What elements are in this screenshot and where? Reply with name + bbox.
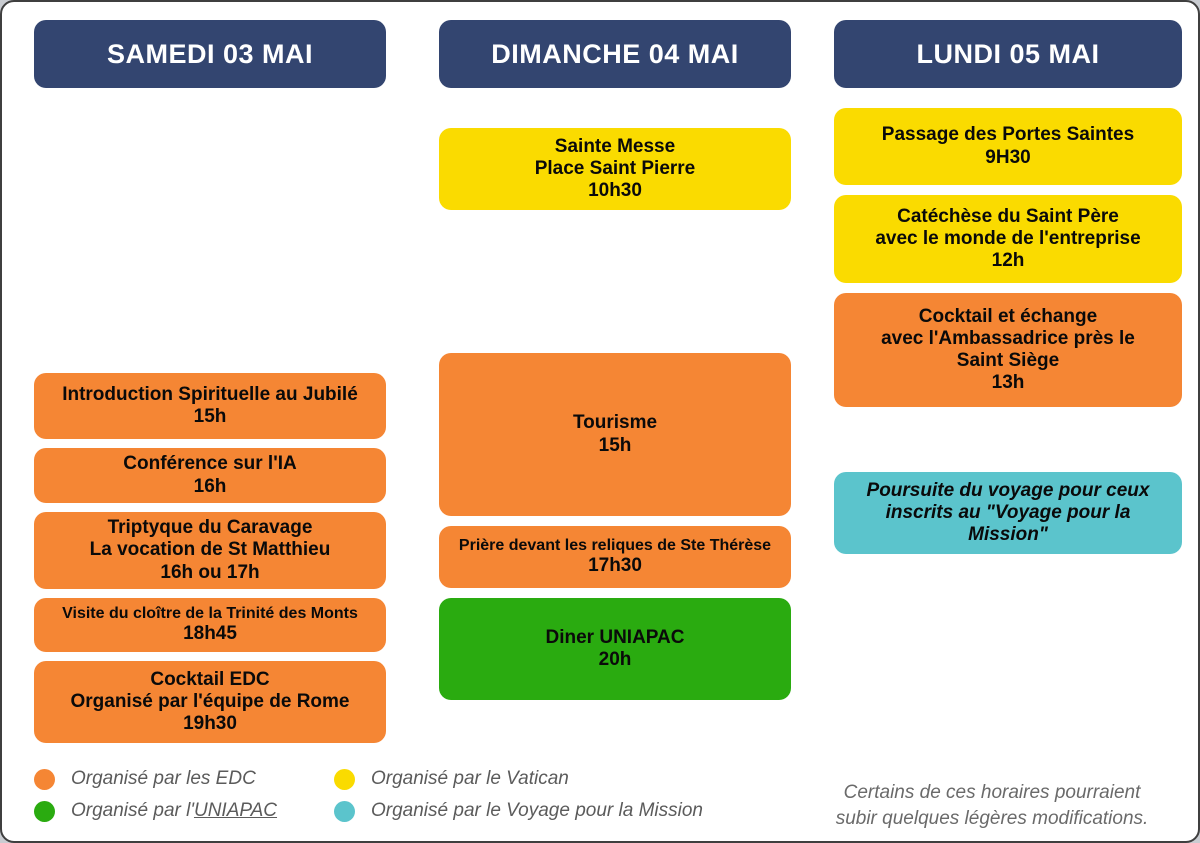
event-title: Sainte Messe	[554, 135, 676, 157]
event-subtitle: La vocation de St Matthieu	[89, 539, 331, 561]
event-time: 18h45	[183, 623, 237, 645]
event-time: 10h30	[588, 180, 642, 202]
event-title: Prière devant les reliques de Ste Thérès…	[458, 536, 772, 554]
schedule-note: Certains de ces horaires pourraient subi…	[812, 780, 1172, 832]
event-title: Tourisme	[572, 412, 658, 434]
event-time: 17h30	[588, 555, 642, 577]
legend-label-uniapac-link[interactable]: UNIAPAC	[193, 800, 278, 821]
events-monday: Passage des Portes Saintes 9H30 Catéchès…	[834, 108, 1182, 554]
event-time: 15h	[193, 406, 227, 427]
legend-column-left: Organisé par les EDC Organisé par l'UNIA…	[34, 768, 334, 822]
column-sunday: DIMANCHE 04 MAI Sainte Messe Place Saint…	[414, 2, 812, 762]
event-card-conference-ia[interactable]: Conférence sur l'IA 16h	[34, 448, 386, 503]
event-card-diner-uniapac[interactable]: Diner UNIAPAC 20h	[439, 598, 791, 700]
legend-item-uniapac: Organisé par l'UNIAPAC	[34, 800, 334, 822]
event-title: Passage des Portes Saintes	[881, 124, 1135, 146]
event-card-introduction-spirituelle[interactable]: Introduction Spirituelle au Jubilé 15h	[34, 373, 386, 439]
note-line-2: subir quelques légères modifications.	[835, 808, 1149, 830]
event-subtitle: avec le monde de l'entreprise	[875, 227, 1141, 249]
event-title: Introduction Spirituelle au Jubilé	[62, 383, 358, 405]
event-card-poursuite-voyage-mission[interactable]: Poursuite du voyage pour ceux inscrits a…	[834, 472, 1182, 554]
event-time: 16h	[193, 475, 227, 497]
event-card-cocktail-edc[interactable]: Cocktail EDC Organisé par l'équipe de Ro…	[34, 661, 386, 743]
event-time: 20h	[598, 649, 632, 670]
event-subtitle-2: Saint Siège	[956, 350, 1060, 371]
event-time: 9H30	[985, 146, 1031, 168]
event-title: Cocktail et échange	[918, 305, 1098, 327]
event-card-triptyque-caravage[interactable]: Triptyque du Caravage La vocation de St …	[34, 512, 386, 589]
event-card-cocktail-ambassadrice[interactable]: Cocktail et échange avec l'Ambassadrice …	[834, 293, 1182, 407]
event-subtitle: inscrits au "Voyage pour la Mission"	[885, 501, 1131, 546]
event-title: Catéchèse du Saint Père	[897, 205, 1119, 227]
event-title: Diner UNIAPAC	[545, 626, 685, 648]
legend-color-dot-teal-icon	[334, 800, 355, 822]
event-title: Conférence sur l'IA	[123, 453, 297, 475]
event-subtitle: avec l'Ambassadrice près le	[881, 327, 1135, 349]
event-time: 19h30	[183, 713, 237, 735]
event-time: 13h	[991, 372, 1025, 394]
day-header-sunday: DIMANCHE 04 MAI	[439, 20, 791, 88]
event-card-priere-reliques[interactable]: Prière devant les reliques de Ste Thérès…	[439, 526, 791, 588]
column-monday: LUNDI 05 MAI Passage des Portes Saintes …	[812, 2, 1198, 762]
event-card-catechese-saint-pere[interactable]: Catéchèse du Saint Père avec le monde de…	[834, 195, 1182, 283]
event-subtitle: Organisé par l'équipe de Rome	[70, 690, 350, 712]
day-columns: SAMEDI 03 MAI Introduction Spirituelle a…	[2, 2, 1198, 762]
event-title: Poursuite du voyage pour ceux	[866, 479, 1150, 501]
event-time: 16h ou 17h	[160, 561, 260, 583]
column-saturday: SAMEDI 03 MAI Introduction Spirituelle a…	[2, 2, 414, 762]
events-sunday: Sainte Messe Place Saint Pierre 10h30 To…	[439, 128, 791, 700]
legend-label: Organisé par les EDC	[71, 768, 256, 789]
day-header-monday: LUNDI 05 MAI	[834, 20, 1182, 88]
event-card-tourisme[interactable]: Tourisme 15h	[439, 353, 791, 516]
event-card-sainte-messe[interactable]: Sainte Messe Place Saint Pierre 10h30	[439, 128, 791, 210]
legend-label: Organisé par l'UNIAPAC	[71, 800, 277, 822]
legend-label: Organisé par le Vatican	[371, 768, 569, 789]
legend-item-vatican: Organisé par le Vatican	[334, 768, 703, 790]
legend: Organisé par les EDC Organisé par l'UNIA…	[34, 768, 703, 822]
legend-column-right: Organisé par le Vatican Organisé par le …	[334, 768, 703, 822]
event-title: Cocktail EDC	[150, 668, 270, 690]
legend-label: Organisé par le Voyage pour la Mission	[371, 800, 703, 821]
events-saturday: Introduction Spirituelle au Jubilé 15h C…	[34, 373, 386, 743]
event-time: 15h	[598, 434, 632, 456]
event-time: 12h	[991, 250, 1025, 272]
event-title: Visite du cloître de la Trinité des Mont…	[62, 604, 358, 622]
event-subtitle: Place Saint Pierre	[534, 157, 696, 179]
note-line-1: Certains de ces horaires pourraient	[843, 782, 1141, 803]
legend-item-voyage-mission: Organisé par le Voyage pour la Mission	[334, 800, 703, 822]
legend-item-edc: Organisé par les EDC	[34, 768, 334, 790]
event-card-passage-portes-saintes[interactable]: Passage des Portes Saintes 9H30	[834, 108, 1182, 185]
legend-color-dot-yellow-icon	[334, 768, 355, 790]
event-card-visite-cloitre[interactable]: Visite du cloître de la Trinité des Mont…	[34, 598, 386, 652]
legend-label-prefix: Organisé par l'	[71, 800, 194, 821]
legend-color-dot-orange-icon	[34, 768, 55, 790]
event-title: Triptyque du Caravage	[107, 517, 313, 539]
day-header-saturday: SAMEDI 03 MAI	[34, 20, 386, 88]
legend-color-dot-green-icon	[34, 800, 55, 822]
